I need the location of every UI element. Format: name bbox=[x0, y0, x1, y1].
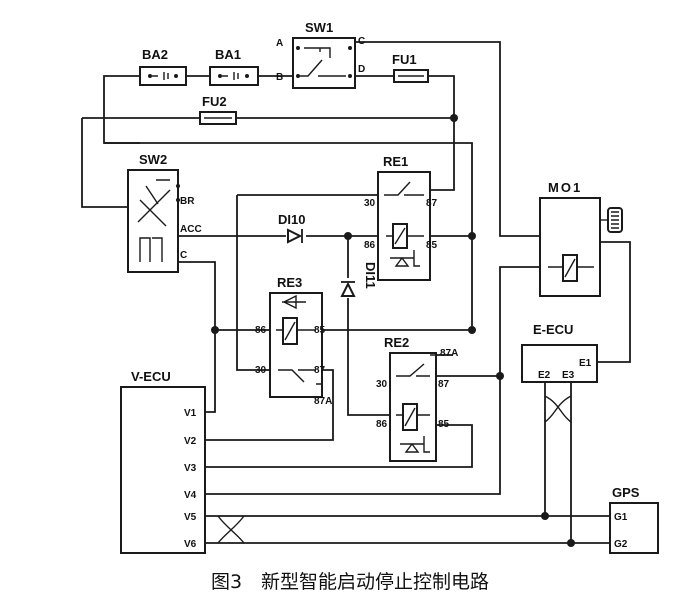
di10-diode: DI10 bbox=[278, 212, 305, 244]
fu2-fuse: FU2 bbox=[199, 94, 237, 125]
gps-module: GPS G1 G2 bbox=[609, 485, 659, 554]
v-ecu-pin-v4: V4 bbox=[184, 490, 197, 501]
re1-pin-85: 85 bbox=[426, 240, 438, 251]
wires bbox=[81, 41, 631, 544]
v-ecu-module: V-ECU V1 V2 V3 V4 V5 V6 bbox=[120, 369, 206, 554]
sw2-label: SW2 bbox=[139, 152, 167, 167]
di10-label: DI10 bbox=[278, 212, 305, 227]
sw2-ignition-switch: SW2 BR ACC C bbox=[127, 152, 202, 273]
re3-relay: RE3 86 85 30 87 87A bbox=[255, 275, 332, 407]
di11-diode: DI11 bbox=[340, 262, 378, 297]
v-ecu-pin-v2: V2 bbox=[184, 436, 197, 447]
re1-label: RE1 bbox=[383, 154, 408, 169]
re2-pin-85: 85 bbox=[438, 419, 450, 430]
v-ecu-label: V-ECU bbox=[131, 369, 171, 384]
sw1-switch: SW1 A B C D bbox=[276, 20, 365, 89]
e-ecu-pin-e2: E2 bbox=[538, 370, 551, 381]
sw2-pin-acc: ACC bbox=[180, 224, 202, 235]
ba1-label: BA1 bbox=[215, 47, 241, 62]
sw1-pin-c: C bbox=[358, 36, 365, 47]
re3-pin-87a: 87A bbox=[314, 396, 332, 407]
e-ecu-label: E-ECU bbox=[533, 322, 573, 337]
sw1-pin-b: B bbox=[276, 72, 283, 83]
mo1-motor-module: MO1 bbox=[539, 180, 623, 297]
re3-pin-30: 30 bbox=[255, 365, 267, 376]
re3-pin-85: 85 bbox=[314, 325, 326, 336]
sw1-pin-a: A bbox=[276, 38, 283, 49]
re1-pin-30: 30 bbox=[364, 198, 376, 209]
gps-pin-g1: G1 bbox=[614, 512, 628, 523]
re3-pin-87: 87 bbox=[314, 365, 326, 376]
gps-pin-g2: G2 bbox=[614, 539, 628, 550]
figure-caption: 图3 新型智能启动停止控制电路 bbox=[211, 571, 489, 593]
fu1-fuse: FU1 bbox=[392, 52, 429, 83]
re2-relay: RE2 30 87 87A 86 85 bbox=[376, 335, 458, 462]
re2-pin-30: 30 bbox=[376, 379, 388, 390]
e-ecu-pin-e1: E1 bbox=[579, 358, 592, 369]
ba1-battery: BA1 bbox=[209, 47, 259, 86]
gps-label: GPS bbox=[612, 485, 640, 500]
sw2-pin-br: BR bbox=[180, 196, 195, 207]
fu1-label: FU1 bbox=[392, 52, 417, 67]
e-ecu-module: E-ECU E1 E2 E3 bbox=[521, 322, 598, 383]
sw2-pin-c: C bbox=[180, 250, 187, 261]
re2-pin-87a: 87A bbox=[440, 348, 458, 359]
re2-pin-86: 86 bbox=[376, 419, 388, 430]
re2-pin-87: 87 bbox=[438, 379, 450, 390]
re3-pin-86: 86 bbox=[255, 325, 267, 336]
v-ecu-pin-v5: V5 bbox=[184, 512, 197, 523]
v-ecu-pin-v1: V1 bbox=[184, 408, 197, 419]
re1-relay: RE1 30 87 86 85 bbox=[364, 154, 438, 281]
re1-pin-86: 86 bbox=[364, 240, 376, 251]
re3-label: RE3 bbox=[277, 275, 302, 290]
ba2-label: BA2 bbox=[142, 47, 168, 62]
di11-label: DI11 bbox=[363, 262, 378, 289]
mo1-label: MO1 bbox=[548, 180, 582, 195]
sw1-pin-d: D bbox=[358, 64, 365, 75]
junction-dots bbox=[211, 114, 575, 547]
sw1-label: SW1 bbox=[305, 20, 333, 35]
re2-label: RE2 bbox=[384, 335, 409, 350]
e-ecu-pin-e3: E3 bbox=[562, 370, 575, 381]
v-ecu-pin-v3: V3 bbox=[184, 463, 197, 474]
fu2-label: FU2 bbox=[202, 94, 227, 109]
re1-pin-87: 87 bbox=[426, 198, 438, 209]
ba2-battery: BA2 bbox=[139, 47, 187, 86]
v-ecu-pin-v6: V6 bbox=[184, 539, 197, 550]
